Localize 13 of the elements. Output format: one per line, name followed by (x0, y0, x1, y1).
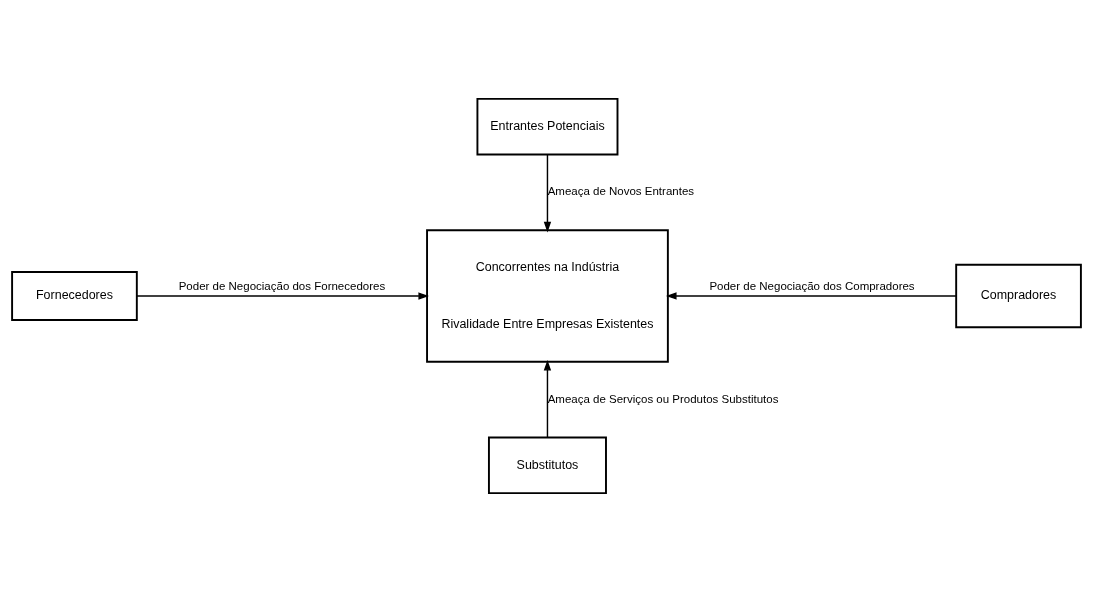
edge-label: Poder de Negociação dos Fornecedores (178, 279, 386, 292)
node-box: Compradores (955, 263, 1082, 329)
arrow (666, 292, 957, 300)
node-box: Fornecedores (11, 271, 138, 321)
node-box: Entrantes Potenciais (476, 97, 619, 156)
edge-label: Poder de Negociação dos Compradores (709, 279, 915, 292)
arrow (543, 153, 552, 233)
edge-label: Ameaça de Serviços ou Produtos Substitutos (547, 392, 779, 405)
arrow (543, 360, 552, 438)
edge-label: Ameaça de Novos Entrantes (547, 185, 695, 198)
arrow (136, 292, 429, 300)
node-box: Substitutos (487, 436, 607, 495)
node-box: Concorrentes na Indústria Rivalidade Entre Empresas Existentes (426, 229, 669, 363)
